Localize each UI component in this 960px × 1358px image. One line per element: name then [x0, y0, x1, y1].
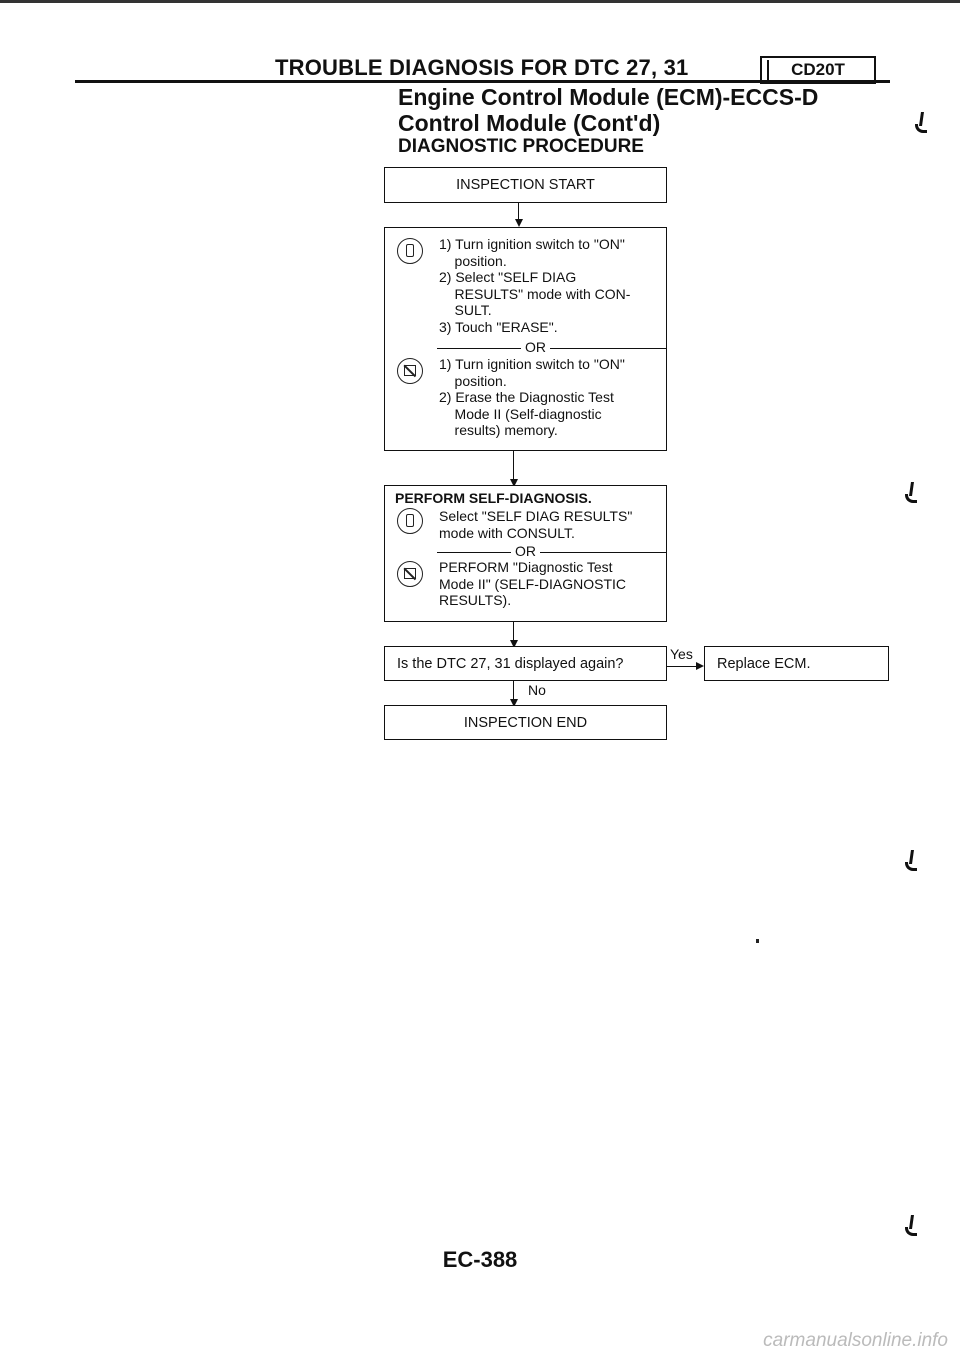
procedure-heading: DIAGNOSTIC PROCEDURE [398, 136, 644, 157]
decision-question: Is the DTC 27, 31 displayed again? [397, 655, 624, 672]
erase-nonconsult-steps: 1) Turn ignition switch to "ON" position… [439, 356, 625, 438]
replace-ecm-box: Replace ECM. [704, 646, 889, 681]
consult-tester-icon [397, 238, 423, 264]
engine-badge-label: CD20T [791, 60, 845, 79]
or-label: OR [521, 339, 550, 355]
section-title-line1: Engine Control Module (ECM)-ECCS-D [398, 84, 819, 110]
ecm-self-diagnosis-icon [397, 358, 423, 384]
speck [756, 939, 759, 943]
inspection-end-box: INSPECTION END [384, 705, 667, 740]
inspection-start-label: INSPECTION START [456, 177, 595, 193]
connector-line [518, 203, 519, 221]
self-diagnosis-consult-steps: Select "SELF DIAG RESULTS" mode with CON… [439, 508, 633, 541]
margin-check-mark [915, 112, 929, 133]
arrow-down [510, 699, 518, 707]
erase-memory-box: 1) Turn ignition switch to "ON" position… [384, 227, 667, 451]
page-title: TROUBLE DIAGNOSIS FOR DTC 27, 31 [275, 55, 689, 80]
consult-tester-icon [397, 508, 423, 534]
top-border [0, 0, 960, 3]
yes-label: Yes [670, 646, 693, 662]
erase-consult-steps: 1) Turn ignition switch to "ON" position… [439, 236, 631, 335]
self-diagnosis-heading: PERFORM SELF-DIAGNOSIS. [395, 490, 592, 506]
margin-check-mark [905, 850, 919, 871]
inspection-end-label: INSPECTION END [463, 714, 588, 731]
connector-line [513, 451, 514, 481]
engine-badge: CD20T [760, 56, 876, 84]
connector-line [513, 622, 514, 642]
inspection-start-box: INSPECTION START [384, 167, 667, 203]
or-divider [437, 552, 666, 553]
yes-connector [667, 666, 697, 667]
or-divider [437, 348, 666, 349]
arrow-down [515, 219, 523, 227]
page-number: EC-388 [442, 1247, 518, 1272]
margin-check-mark [905, 482, 919, 503]
decision-box: Is the DTC 27, 31 displayed again? [384, 646, 667, 681]
no-label: No [528, 682, 546, 698]
arrow-down [510, 479, 518, 487]
self-diagnosis-nonconsult-steps: PERFORM "Diagnostic Test Mode II" (SELF-… [439, 559, 627, 608]
no-connector [513, 681, 514, 701]
replace-ecm-label: Replace ECM. [717, 655, 811, 672]
ecm-self-diagnosis-icon [397, 561, 423, 587]
margin-check-mark [905, 1215, 919, 1236]
header-rule [75, 80, 890, 83]
watermark-footer: carmanualsonline.info [763, 1330, 948, 1351]
self-diagnosis-box: PERFORM SELF-DIAGNOSIS. Select "SELF DIA… [384, 485, 667, 622]
arrow-down [510, 640, 518, 648]
or-label: OR [511, 543, 540, 559]
section-title-line2: Control Module (Cont'd) [398, 110, 661, 136]
arrow-right [696, 662, 704, 670]
